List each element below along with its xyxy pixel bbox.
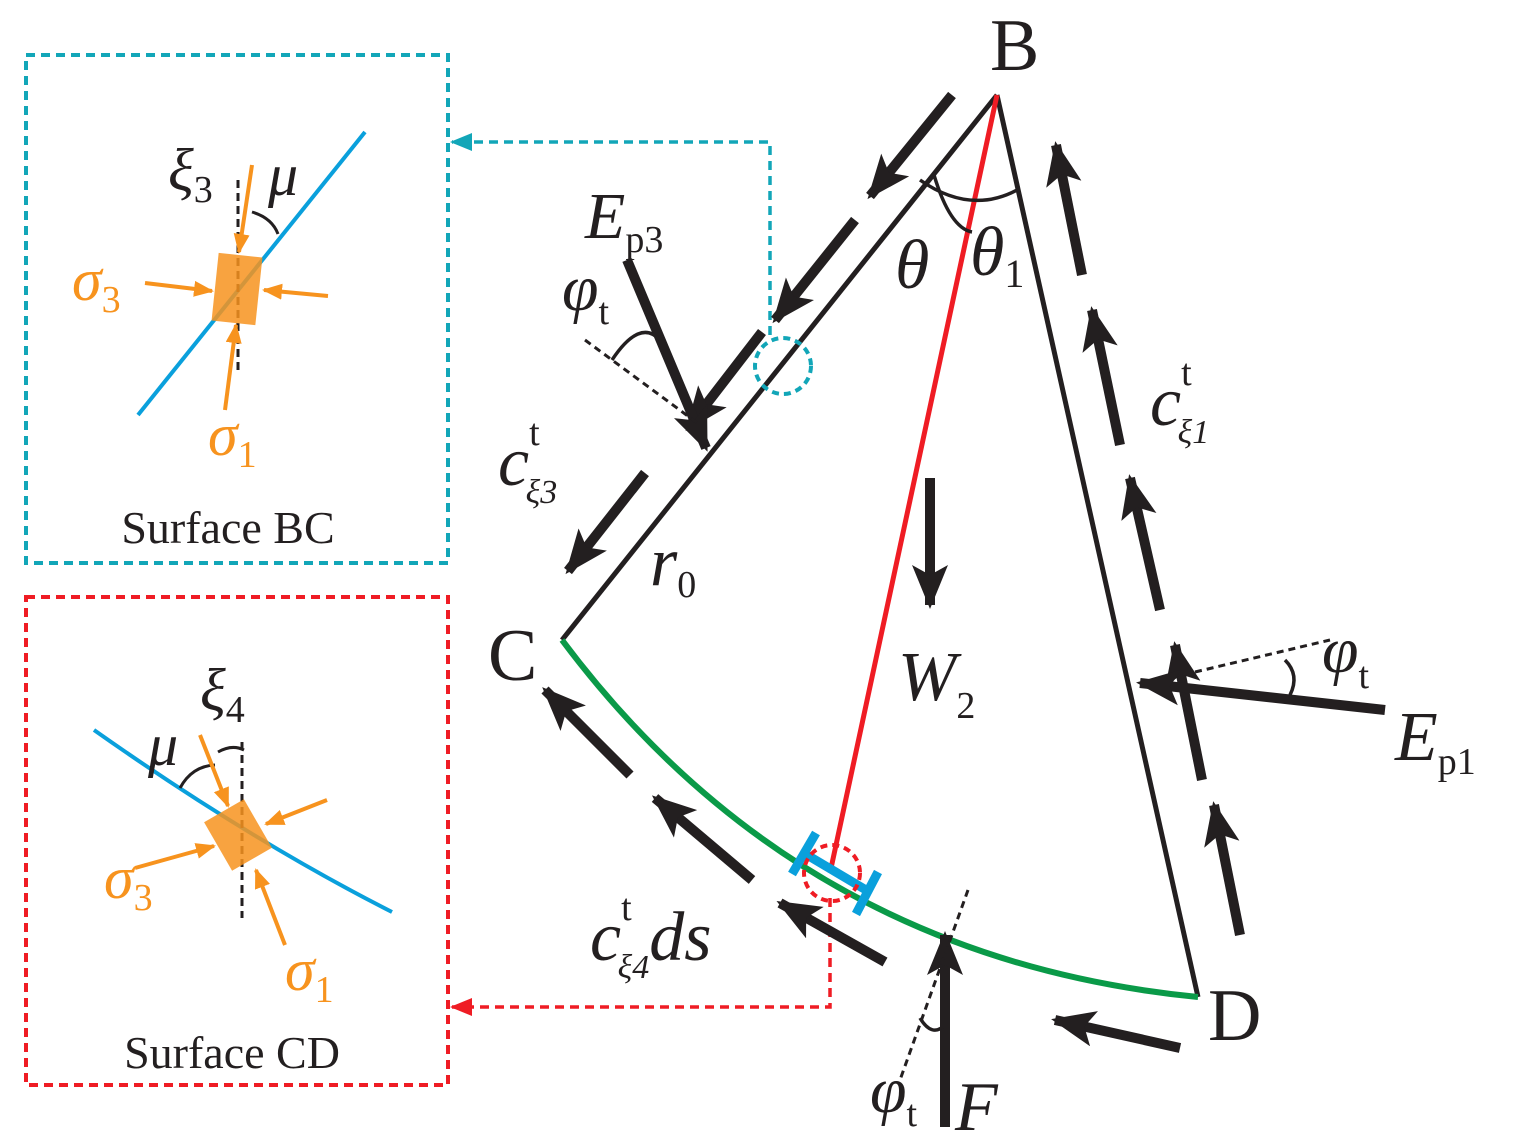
cohesion-cd-arrow-4 <box>541 686 634 779</box>
phi-t-cd-dashed <box>898 889 970 1081</box>
cohesion-bd-arrow-4 <box>1165 641 1207 781</box>
theta1-label: θ1 <box>970 214 1024 296</box>
inset-bc-frame <box>24 53 450 565</box>
w2-label: W2 <box>898 639 975 727</box>
inset-cd-sigma3-right-arrow <box>264 798 328 826</box>
inset-cd-mu-arc <box>178 763 216 789</box>
connector-bc <box>450 133 772 335</box>
point-c-label: C <box>488 615 537 697</box>
inset-bc-sigma1-bottom-arrow <box>223 323 242 411</box>
force-ep3-arrow <box>622 258 711 452</box>
cohesion-bc-arrow-2 <box>771 216 859 324</box>
inset-cd-sigma1-top-arrow <box>198 734 230 808</box>
cohesion-bd-arrow-5 <box>1204 801 1245 936</box>
inset-bc-mu-arc <box>251 210 280 235</box>
inset-cd-title: Surface CD <box>124 1027 340 1078</box>
inset-surface-bc: ξ3 μ σ3 σ1 Surface BC <box>24 53 450 565</box>
cohesion-bc-arrow-3 <box>684 328 766 432</box>
inset-cd-xi-label: ξ4 <box>200 657 245 731</box>
inset-bc-sigma3-label: σ3 <box>72 247 121 321</box>
cohesion-cd-arrow-2 <box>776 898 888 967</box>
inset-bc-sigma1-top-arrow <box>233 164 254 254</box>
inset-bc-xi-label: ξ3 <box>168 137 213 211</box>
force-ep1-arrow <box>1136 669 1386 715</box>
curve-cd <box>559 638 1199 1000</box>
cohesion-bc-arrow-1 <box>866 91 956 200</box>
inset-bc-element <box>211 252 263 326</box>
cohesion-bd-arrow-3 <box>1121 474 1165 612</box>
cohesion-bc-arrow-4 <box>564 469 649 575</box>
phi-t-bd-label: φt <box>1322 614 1370 697</box>
point-b-label: B <box>990 5 1039 87</box>
inset-cd-sigma3-label: σ3 <box>104 845 153 919</box>
inset-bc-sigma1-label: σ1 <box>208 402 257 476</box>
inset-cd-element <box>204 799 272 871</box>
theta1-arc <box>918 178 1018 203</box>
inset-bc-mu-label: μ <box>267 142 298 208</box>
theta-label: θ <box>895 227 929 304</box>
segment-blue-cap-left <box>788 830 820 877</box>
inset-cd-sigma3-left-arrow <box>134 843 216 870</box>
segment-blue-bar <box>799 848 869 894</box>
point-d-label: D <box>1208 975 1261 1057</box>
inset-bc-sigma3-right-arrow <box>262 283 329 300</box>
phi-t-bc-arc <box>610 330 662 361</box>
phi-t-cd-label: φt <box>870 1054 918 1135</box>
cohesion-bd-arrow-1 <box>1046 141 1087 276</box>
phi-t-bc-label: φt <box>562 252 610 333</box>
red-radius-line <box>827 94 1000 874</box>
edge-bd <box>994 94 1201 998</box>
phi-t-cd-arc <box>918 1017 947 1032</box>
edge-bc <box>560 93 999 642</box>
inset-cd-xi-arc <box>217 745 245 754</box>
inset-cd-sigma1-label: σ1 <box>285 937 334 1011</box>
cohesion-cd-arrow-3 <box>651 794 756 884</box>
phi-t-bd-dashed <box>1194 638 1331 674</box>
inset-cd-mu-label: μ <box>147 712 178 778</box>
inset-cd-frame <box>24 595 450 1087</box>
theta-arc <box>932 174 973 234</box>
arrows-cohesion-cd <box>541 686 1182 1053</box>
sliding-block <box>559 93 1201 1000</box>
r0-label: r0 <box>650 524 696 606</box>
cohesion-bd-arrow-2 <box>1082 306 1125 447</box>
inset-cd-sigma1-bottom-arrow <box>254 868 287 946</box>
inset-bc-sigma3-left-arrow <box>144 280 214 297</box>
inset-bc-title: Surface BC <box>121 502 334 553</box>
highlight-circle-cd <box>802 843 862 903</box>
phi-t-bd-arc <box>1283 658 1296 696</box>
ep3-label: Ep3 <box>584 180 663 261</box>
segment-blue-cap-right <box>852 869 882 917</box>
f-label: F <box>954 1069 999 1146</box>
inset-surface-cd: ξ4 μ σ3 σ1 Surface CD <box>24 595 450 1087</box>
arrows-cohesion-bd <box>1046 141 1245 936</box>
cohesion-cd-arrow-1 <box>1051 1011 1182 1053</box>
highlight-circle-bc <box>753 336 813 396</box>
arrows-cohesion-bc <box>564 91 956 575</box>
ep1-label: Ep1 <box>1394 699 1476 783</box>
